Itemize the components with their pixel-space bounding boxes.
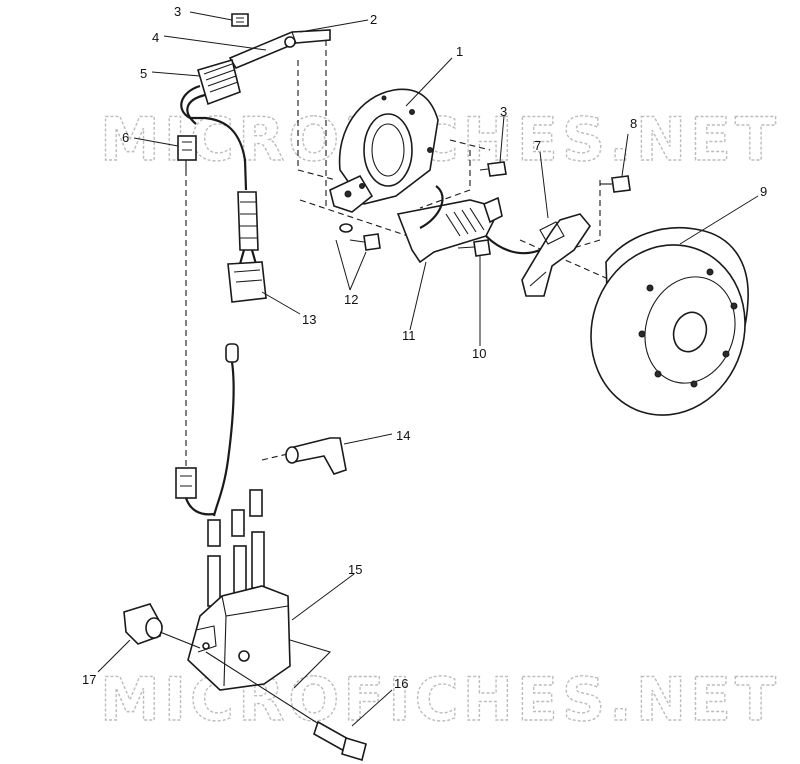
watermark-top: MICROFICHES.NET [100, 105, 780, 175]
connector-13 [227, 261, 267, 303]
bullet-connector [225, 343, 239, 363]
bolt-16 [159, 631, 367, 762]
leader-lines [97, 11, 759, 727]
screw-3-stator [479, 161, 507, 177]
bolt-3-top [231, 13, 249, 27]
callout-12: 12 [344, 292, 358, 307]
flywheel [590, 226, 749, 416]
callout-3-stator: 3 [500, 104, 507, 119]
connector-lower [175, 467, 215, 516]
callout-15: 15 [348, 562, 362, 577]
callout-3-top: 3 [174, 4, 181, 19]
connector-6 [177, 135, 197, 170]
callout-11: 11 [402, 328, 416, 343]
callout-9: 9 [760, 184, 767, 199]
voltage-regulator [197, 58, 241, 106]
coil-lead-tubes [207, 489, 265, 607]
ignition-coil [187, 585, 332, 691]
callout-16: 16 [394, 676, 408, 691]
callout-14: 14 [396, 428, 410, 443]
callout-6: 6 [122, 130, 129, 145]
callout-10: 10 [472, 346, 486, 361]
callout-13: 13 [302, 312, 316, 327]
callout-7: 7 [534, 138, 541, 153]
watermark-bottom: MICROFICHES.NET [100, 665, 780, 735]
callout-1: 1 [456, 44, 463, 59]
callout-2: 2 [370, 12, 377, 27]
screw-12 [339, 223, 381, 251]
harness-bracket [228, 29, 331, 70]
callout-17: 17 [82, 672, 96, 687]
spark-plug-cap [285, 437, 347, 475]
screw-8 [600, 175, 631, 193]
screw-10 [457, 239, 491, 257]
trigger-pickup [521, 213, 591, 297]
exciter-coil [396, 185, 541, 264]
callout-8: 8 [630, 116, 637, 131]
harness-sleeve [237, 191, 259, 265]
callout-5: 5 [140, 66, 147, 81]
spacer-17 [123, 603, 163, 645]
stator-plate [329, 88, 439, 213]
callout-4: 4 [152, 30, 159, 45]
